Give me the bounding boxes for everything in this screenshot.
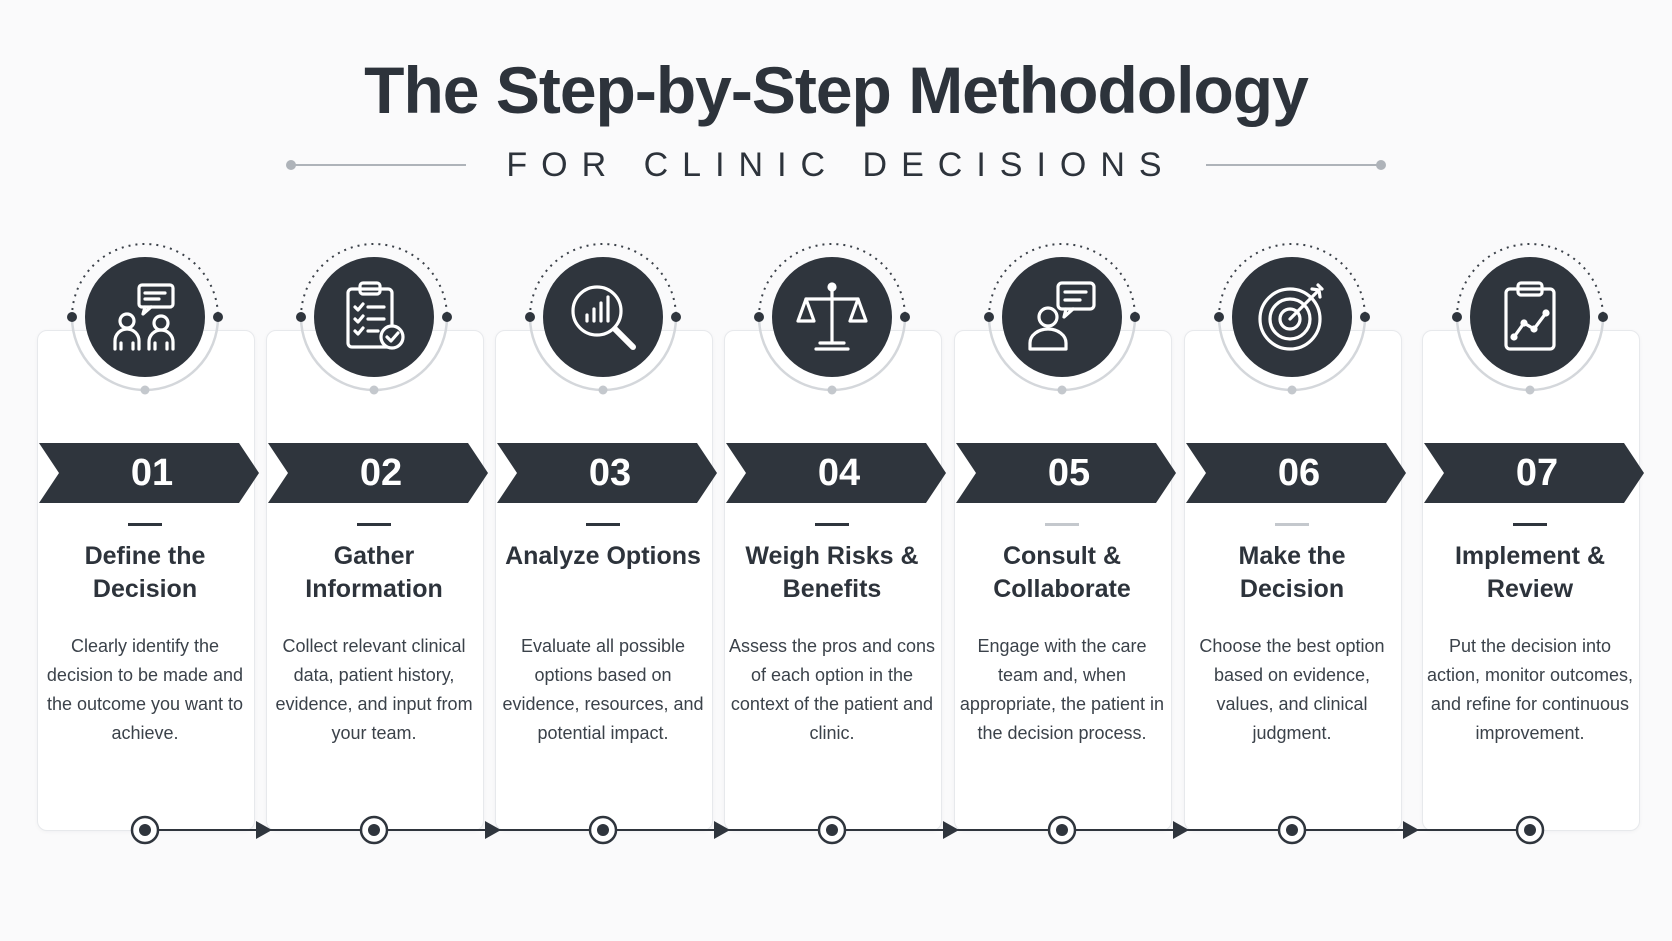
subtitle-divider-left: [286, 160, 467, 170]
subtitle-divider-right: [1205, 160, 1386, 170]
step-card: [266, 330, 484, 831]
step-card: [954, 330, 1172, 831]
timeline-node: [1047, 815, 1077, 845]
subtitle-row: FOR CLINIC DECISIONS: [0, 140, 1672, 190]
step-title: Define the Decision: [84, 542, 206, 603]
step-divider: [1275, 523, 1309, 526]
step-icon-ring: [1410, 237, 1650, 417]
step-title: Weigh Risks & Benefits: [745, 542, 919, 603]
step-description: Evaluate all possible options based on e…: [502, 636, 704, 743]
step-title: Implement & Review: [1454, 542, 1606, 603]
step-icon-ring: [25, 237, 265, 417]
timeline-node: [1515, 815, 1545, 845]
step-divider: [586, 523, 620, 526]
timeline-arrow: [1173, 821, 1189, 839]
step-number-banner: 04: [726, 443, 946, 503]
timeline: [130, 815, 1545, 845]
step-icon-ring: [483, 237, 723, 417]
step-description: Assess the pros and cons of each option …: [728, 636, 936, 743]
timeline-node: [588, 815, 618, 845]
step-number-banner: 03: [497, 443, 717, 503]
timeline-arrow: [485, 821, 501, 839]
timeline-arrow: [943, 821, 959, 839]
step-icon-ring: [1172, 237, 1412, 417]
balance-scale-icon: [772, 257, 892, 377]
step-card: [495, 330, 713, 831]
step-icon-ring: [712, 237, 952, 417]
team-discussion-icon: [85, 257, 205, 377]
step-divider: [128, 523, 162, 526]
timeline-arrow: [1403, 821, 1419, 839]
step-card: [724, 330, 942, 831]
step-number-banner: 02: [268, 443, 488, 503]
step-divider: [815, 523, 849, 526]
step-title: Consult & Collaborate: [993, 542, 1131, 603]
step-card: [1184, 330, 1402, 831]
step-divider: [357, 523, 391, 526]
step-number-banner: 06: [1186, 443, 1406, 503]
step-icon-ring: [254, 237, 494, 417]
page-title: The Step-by-Step Methodology: [364, 53, 1309, 127]
step-divider: [1513, 523, 1547, 526]
magnifier-chart-icon: [543, 257, 663, 377]
step-description: Engage with the care team and, when appr…: [959, 636, 1165, 743]
step-number-banner: 05: [956, 443, 1176, 503]
timeline-node: [817, 815, 847, 845]
clipboard-checklist-icon: [314, 257, 434, 377]
timeline-node: [130, 815, 160, 845]
page-subtitle: FOR CLINIC DECISIONS: [506, 145, 1176, 184]
step-description: Collect relevant clinical data, patient …: [275, 636, 473, 743]
step-description: Clearly identify the decision to be made…: [46, 636, 244, 743]
timeline-node: [1277, 815, 1307, 845]
step-title: Make the Decision: [1238, 542, 1346, 603]
step-number-banner: 01: [39, 443, 259, 503]
step-title: Analyze Options: [505, 542, 701, 570]
timeline-arrow: [256, 821, 272, 839]
step-description: Choose the best option based on evidence…: [1199, 636, 1385, 743]
target-arrow-icon: [1232, 257, 1352, 377]
clipboard-trend-icon: [1470, 257, 1590, 377]
timeline-node: [359, 815, 389, 845]
step-icon-ring: [942, 237, 1182, 417]
step-divider: [1045, 523, 1079, 526]
step-card: [37, 330, 255, 831]
step-description: Put the decision into action, monitor ou…: [1426, 636, 1634, 743]
timeline-arrow: [714, 821, 730, 839]
step-number-banner: 07: [1424, 443, 1644, 503]
person-speech-icon: [1002, 257, 1122, 377]
step-title: Gather Information: [305, 542, 443, 603]
